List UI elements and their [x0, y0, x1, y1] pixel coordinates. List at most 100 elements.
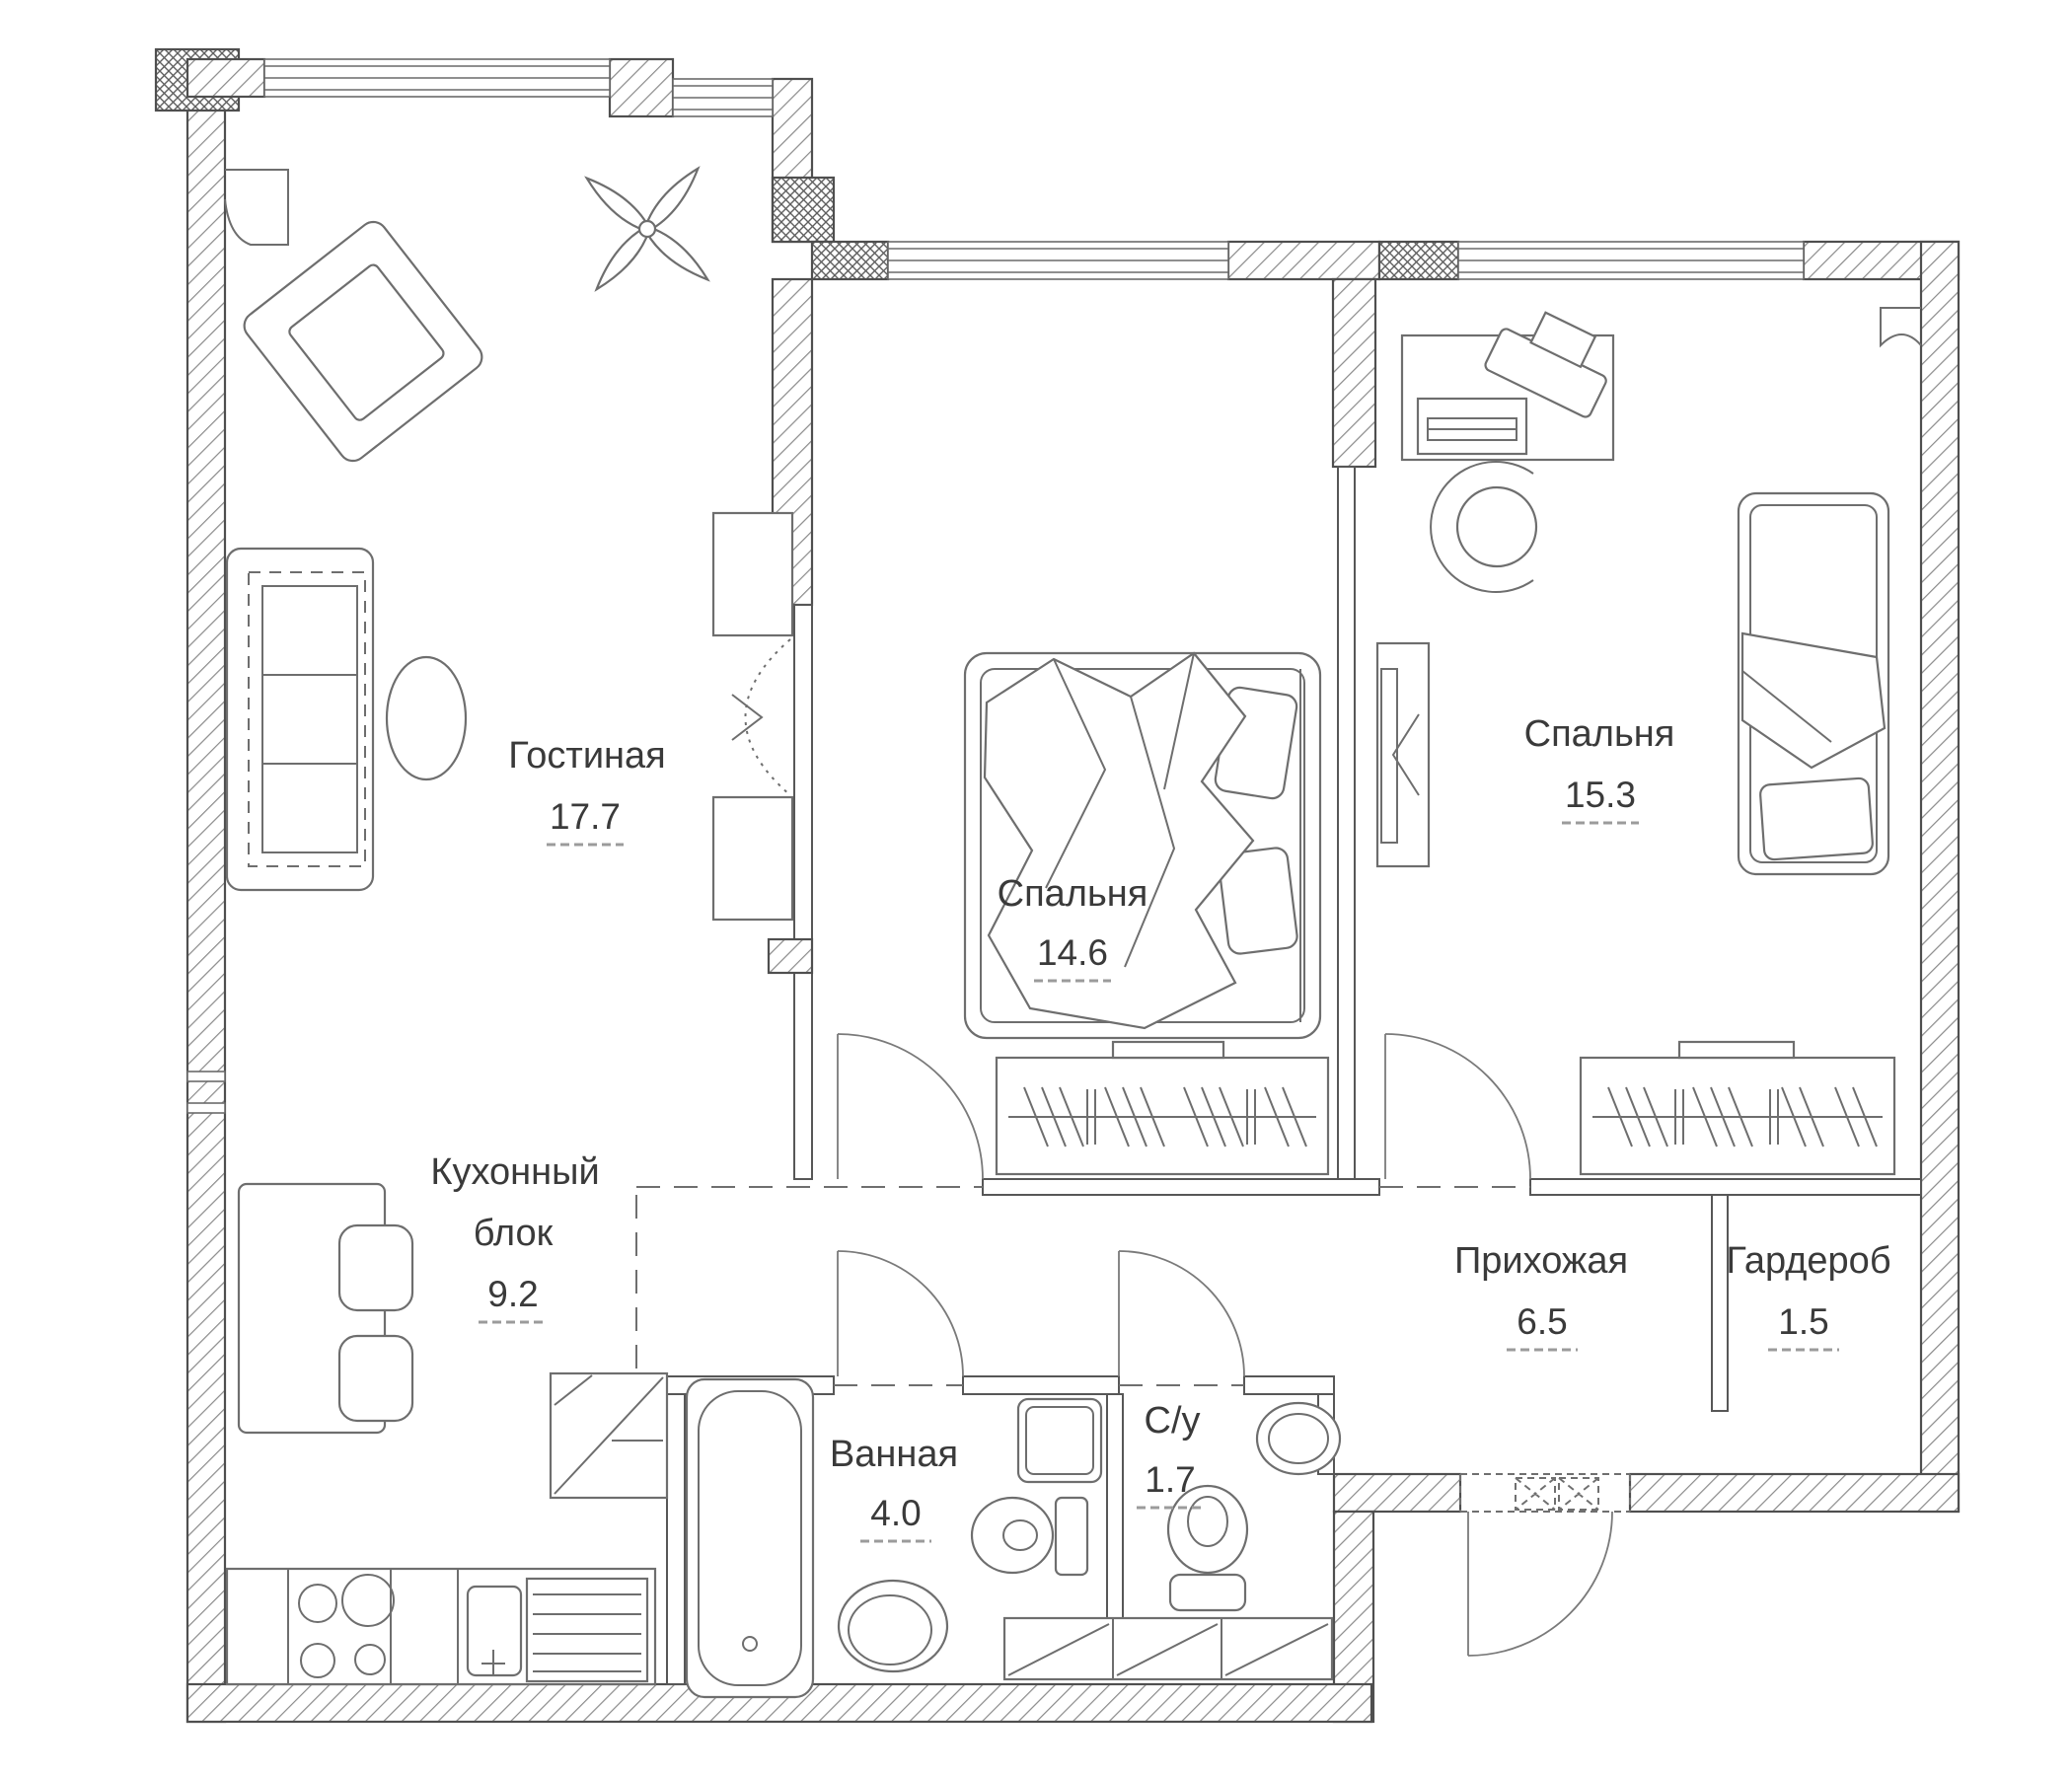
door-bathroom — [837, 1250, 964, 1377]
refrigerator — [549, 1371, 669, 1500]
windows — [186, 58, 1805, 1114]
kitchen-furniture — [225, 1182, 669, 1686]
wall-bottom-hall-right — [1628, 1472, 1961, 1514]
blanket-fold — [1740, 631, 1887, 770]
wall-bed1-bed2-thick — [1331, 277, 1377, 469]
label-hallway-name: Прихожая — [1454, 1240, 1628, 1282]
wall-step-block — [771, 176, 836, 244]
monitor — [1484, 311, 1607, 418]
label-hallway-area: 6.5 — [1517, 1301, 1567, 1342]
washbasin-bathroom — [837, 1579, 949, 1673]
label-bathroom-name: Ванная — [830, 1434, 958, 1475]
entrance-door — [1459, 1473, 1631, 1657]
door-bedroom-1 — [837, 1033, 984, 1180]
wall-top-between-windows — [1226, 240, 1381, 281]
tv-cabinet-lower — [711, 795, 794, 922]
plant — [584, 166, 710, 292]
bedroom1-furniture — [963, 651, 1330, 1176]
wall-niche-bed2 — [1880, 307, 1922, 348]
washing-machine — [1016, 1397, 1103, 1484]
office-chair — [1430, 461, 1538, 593]
door-bedroom-2 — [1384, 1033, 1531, 1180]
sofa — [225, 547, 375, 892]
label-kitchen-name-line1: Кухонный — [430, 1151, 599, 1193]
wall-living-bed1-stub — [767, 937, 814, 975]
wall-top-living-mid-pier — [608, 57, 675, 118]
cabinet-row — [1002, 1616, 1334, 1681]
label-kitchen-name-line2: блок — [474, 1213, 554, 1254]
kitchen-counter — [225, 1567, 657, 1686]
doors — [635, 1033, 1631, 1657]
tv-unit — [711, 511, 794, 922]
tv-direction-icon — [731, 694, 764, 741]
wall-column-living — [224, 169, 289, 246]
blanket — [983, 651, 1255, 1030]
chair-2 — [337, 1334, 414, 1423]
wall-living-bed1-thin — [793, 604, 813, 1180]
wall-bath-top-mid — [962, 1375, 1120, 1395]
wall-bed1-bed2-thin — [1337, 466, 1356, 1180]
wall-top-living-left-pier — [185, 57, 266, 99]
wall-top-bed2-left-block — [1377, 240, 1460, 281]
desk — [1400, 311, 1615, 462]
wall-left-joint-lower — [186, 1102, 226, 1114]
wall-left-joint-upper — [186, 1071, 226, 1082]
hangers — [1023, 1086, 1307, 1147]
toilet-wc — [1166, 1484, 1249, 1612]
window-bedroom-2-glass — [1458, 248, 1804, 273]
double-bed — [963, 651, 1322, 1040]
room-labels: Гостиная 17.7 Спальня 14.6 Спальня 15.3 … — [430, 713, 1891, 1543]
drainboard — [525, 1577, 649, 1683]
single-bed — [1737, 491, 1890, 876]
bathroom-furniture — [685, 1377, 1334, 1699]
wardrobe1-door-track — [1111, 1040, 1225, 1060]
label-wardrobe-area: 1.5 — [1778, 1301, 1828, 1342]
label-bedroom2-name: Спальня — [1524, 713, 1675, 755]
label-wardrobe-name: Гардероб — [1726, 1240, 1890, 1282]
wardrobe-bedroom1 — [995, 1040, 1330, 1176]
wall-bath-left — [666, 1393, 686, 1685]
wall-top-bed1-left-block — [810, 240, 890, 281]
tv-swing-arc — [744, 638, 791, 796]
toilet-bathroom — [970, 1496, 1089, 1577]
wall-bath-wc-divider — [1106, 1393, 1124, 1619]
wall-left — [185, 57, 227, 1724]
entrance-threshold-icon — [1515, 1477, 1599, 1511]
tv-direction-icon — [1391, 713, 1420, 796]
window-bedroom-1-glass — [888, 248, 1228, 273]
hangers — [1607, 1086, 1878, 1147]
label-bedroom2-area: 15.3 — [1565, 775, 1636, 815]
wardrobe-bedroom2 — [1579, 1040, 1896, 1176]
armchair — [243, 220, 483, 463]
wall-bath-top-right — [1243, 1375, 1335, 1395]
wall-corridor-bed1 — [982, 1178, 1380, 1196]
bedroom2-furniture — [1375, 311, 1896, 1176]
wall-right — [1919, 240, 1961, 1514]
tv-cabinet-upper — [711, 511, 794, 637]
living-room-furniture — [225, 166, 794, 922]
tv-cabinet-bedroom2 — [1375, 641, 1431, 868]
door-wc — [1118, 1250, 1245, 1377]
window-living-2-glass — [673, 85, 773, 111]
label-wc-name: С/у — [1145, 1400, 1201, 1442]
wardrobe2-door-track — [1677, 1040, 1796, 1060]
label-bedroom1-area: 14.6 — [1037, 932, 1108, 973]
wall-hall-wardrobe-divider — [1711, 1194, 1729, 1412]
chair-1 — [337, 1223, 414, 1312]
pillow — [1759, 777, 1874, 861]
label-wc-area: 1.7 — [1145, 1459, 1195, 1500]
pillow-2 — [1218, 847, 1298, 955]
blanket-folds — [1045, 652, 1195, 968]
wall-corridor-bed2 — [1529, 1178, 1922, 1196]
bathtub — [685, 1377, 815, 1699]
wall-bottom-hall-left — [1332, 1472, 1462, 1514]
wc-furniture — [1166, 1401, 1342, 1612]
label-bathroom-area: 4.0 — [870, 1493, 921, 1533]
keyboard-tray — [1416, 397, 1528, 456]
label-kitchen-area: 9.2 — [487, 1274, 538, 1314]
kitchen-sink — [466, 1585, 523, 1677]
label-bedroom1-name: Спальня — [998, 873, 1148, 915]
coffee-table — [385, 655, 468, 781]
outer-walls — [154, 47, 1961, 1724]
